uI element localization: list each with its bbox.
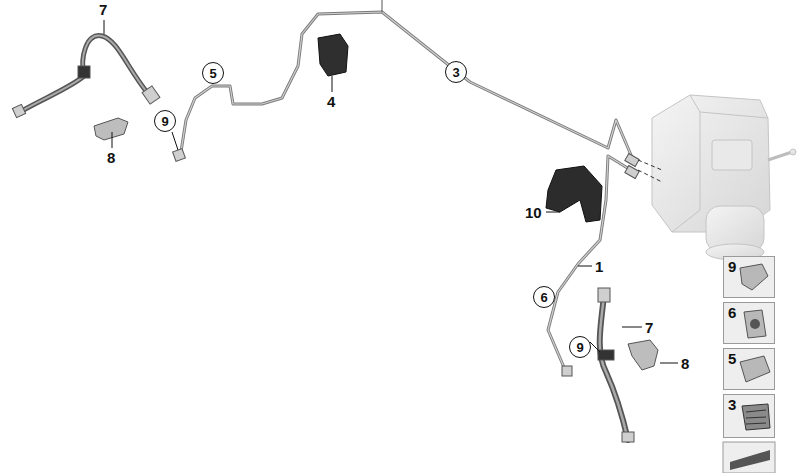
callout-number: 8 (680, 356, 690, 371)
clip-panel-box: 6 (723, 302, 775, 344)
callout-number: 6 (728, 305, 736, 320)
callout-number: 3 (452, 66, 459, 79)
callout-number: 5 (209, 67, 216, 80)
callout-number: 10 (524, 205, 543, 220)
callout-number: 3 (728, 397, 736, 412)
hose-bracket (628, 340, 658, 370)
clip-panel-box: 9 (723, 256, 775, 298)
callout-circle: 3 (445, 61, 467, 83)
abs-unit (652, 95, 796, 260)
callout-number: 1 (594, 259, 604, 274)
callout-circle: 5 (202, 62, 224, 84)
pipe-bracket (546, 166, 602, 222)
hose-bracket (94, 118, 128, 140)
callout-number: 9 (161, 115, 168, 128)
clip-panel-box: 3 (723, 394, 775, 438)
connection-hint (638, 160, 662, 182)
callout-circle: 9 (154, 110, 176, 132)
pipe-fittings (12, 66, 639, 442)
brake-pipes (20, 0, 634, 440)
leader-lines (104, 20, 678, 363)
callout-number: 7 (644, 320, 654, 335)
callout-number: 8 (106, 150, 116, 165)
callout-number: 6 (540, 291, 547, 304)
callout-circle: 6 (533, 286, 555, 308)
callout-number: 7 (98, 2, 108, 17)
callout-number: 4 (326, 94, 336, 109)
clip-panel-box: 5 (723, 348, 775, 390)
callout-number: 9 (576, 341, 583, 354)
callout-number: 5 (728, 351, 736, 366)
pipe-clip (318, 34, 348, 76)
clip-panel (723, 256, 775, 473)
callout-circle: 9 (569, 336, 591, 358)
callout-number: 9 (728, 259, 736, 274)
